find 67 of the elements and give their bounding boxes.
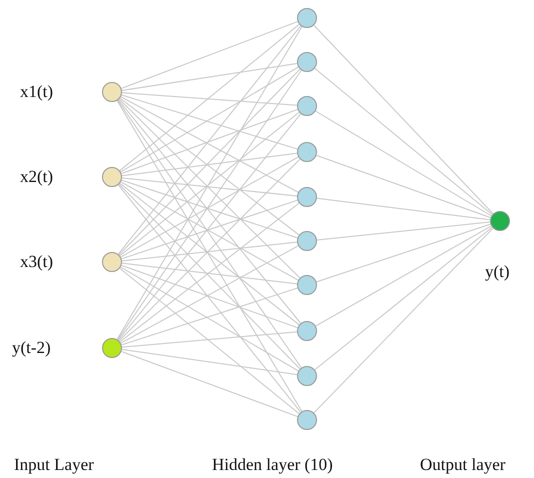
- connector-line: [119, 182, 300, 326]
- connector-line: [316, 222, 491, 240]
- neuron-circle: [297, 52, 317, 72]
- node-label: x2(t): [20, 167, 54, 187]
- neuron-circle: [297, 187, 317, 207]
- connector-line: [121, 331, 298, 348]
- connector-line: [118, 184, 300, 370]
- neuron-circle: [297, 275, 317, 295]
- connector-line: [119, 268, 300, 414]
- connector-line: [120, 266, 299, 372]
- node-label: y(t-2): [12, 338, 51, 358]
- connector-line: [121, 94, 298, 150]
- connector-line: [316, 198, 491, 220]
- connector-line: [119, 98, 300, 236]
- connector-line: [315, 225, 492, 327]
- neuron-circle: [490, 211, 510, 231]
- neuron-circle: [297, 366, 317, 386]
- connector-line: [314, 68, 493, 216]
- connector-line: [314, 226, 493, 370]
- neuron-circle: [102, 252, 122, 272]
- connector-line: [121, 262, 298, 284]
- connector-line: [120, 200, 298, 260]
- neuron-circle: [297, 231, 317, 251]
- neuron-circle: [297, 96, 317, 116]
- connector-line: [121, 242, 298, 262]
- connector-line: [313, 24, 494, 214]
- connector-line: [120, 350, 298, 418]
- layer-caption: Input Layer: [14, 455, 94, 475]
- connector-line: [119, 112, 300, 256]
- connector-line: [120, 108, 298, 174]
- neuron-circle: [102, 167, 122, 187]
- neuron-circle: [102, 82, 122, 102]
- connector-line: [316, 224, 491, 282]
- node-label: x3(t): [20, 252, 54, 272]
- connector-line: [316, 154, 492, 218]
- connector-line: [120, 156, 299, 258]
- connector-line: [120, 96, 299, 193]
- connector-line: [118, 98, 300, 278]
- neuron-circle: [102, 338, 122, 358]
- connector-line: [119, 202, 300, 342]
- connector-line: [118, 184, 302, 413]
- neuron-circle: [297, 321, 317, 341]
- connector-line: [120, 264, 298, 328]
- connector-line: [119, 24, 300, 172]
- connector-line: [313, 228, 494, 414]
- connector-line: [121, 92, 298, 106]
- connector-line: [120, 245, 299, 344]
- layer-caption: Output layer: [420, 455, 506, 475]
- node-label: y(t): [485, 262, 510, 282]
- connector-line: [315, 110, 492, 216]
- layer-caption: Hidden layer (10): [212, 455, 333, 475]
- neuron-circle: [297, 410, 317, 430]
- node-label: x1(t): [20, 82, 54, 102]
- connector-line: [118, 158, 300, 342]
- connector-line: [121, 288, 298, 346]
- connector-line: [118, 25, 302, 255]
- connector-line: [121, 348, 298, 376]
- connector-line: [120, 181, 299, 281]
- connector-line: [120, 66, 299, 172]
- connector-line: [121, 63, 298, 91]
- connector-line: [118, 68, 301, 256]
- neuron-circle: [297, 142, 317, 162]
- connector-line: [121, 180, 298, 238]
- connector-line: [120, 21, 298, 89]
- connector-line: [121, 152, 298, 176]
- connector-line: [121, 178, 298, 196]
- neuron-circle: [297, 8, 317, 28]
